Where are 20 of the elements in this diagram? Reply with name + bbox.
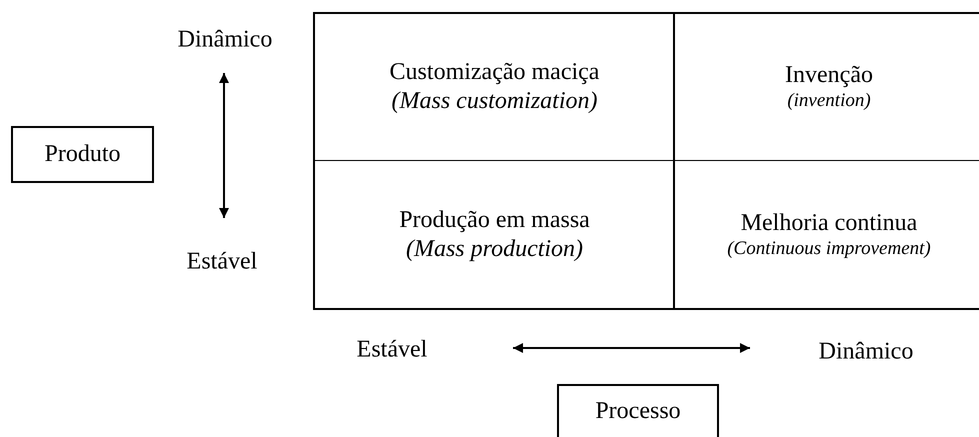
cell-subtitle: (invention) bbox=[787, 90, 871, 113]
axis-title-box bbox=[11, 126, 154, 183]
cell-heading: Customização maciça bbox=[390, 58, 600, 87]
axis-end-label: Estável bbox=[186, 248, 258, 276]
cell-subtitle: (Mass production) bbox=[406, 234, 584, 264]
axis-end-label: Dinâmico bbox=[178, 26, 272, 54]
axis-end-label: Estável bbox=[356, 336, 428, 364]
matrix-cell bbox=[313, 160, 674, 310]
axis-title-box bbox=[557, 384, 719, 437]
axis-title: Processo bbox=[595, 396, 681, 426]
matrix-cell bbox=[313, 12, 674, 161]
axis-title: Produto bbox=[44, 140, 120, 169]
cell-heading: Produção em massa bbox=[399, 206, 590, 234]
matrix-cell bbox=[673, 12, 979, 161]
axis-end-label: Dinâmico bbox=[818, 338, 914, 366]
cell-heading: Melhoria continua bbox=[740, 208, 918, 238]
cell-subtitle: (Mass customization) bbox=[392, 87, 598, 116]
matrix-cell bbox=[673, 160, 979, 310]
cell-heading: Invenção bbox=[785, 61, 873, 90]
cell-subtitle: (Continuous improvement) bbox=[727, 238, 931, 260]
